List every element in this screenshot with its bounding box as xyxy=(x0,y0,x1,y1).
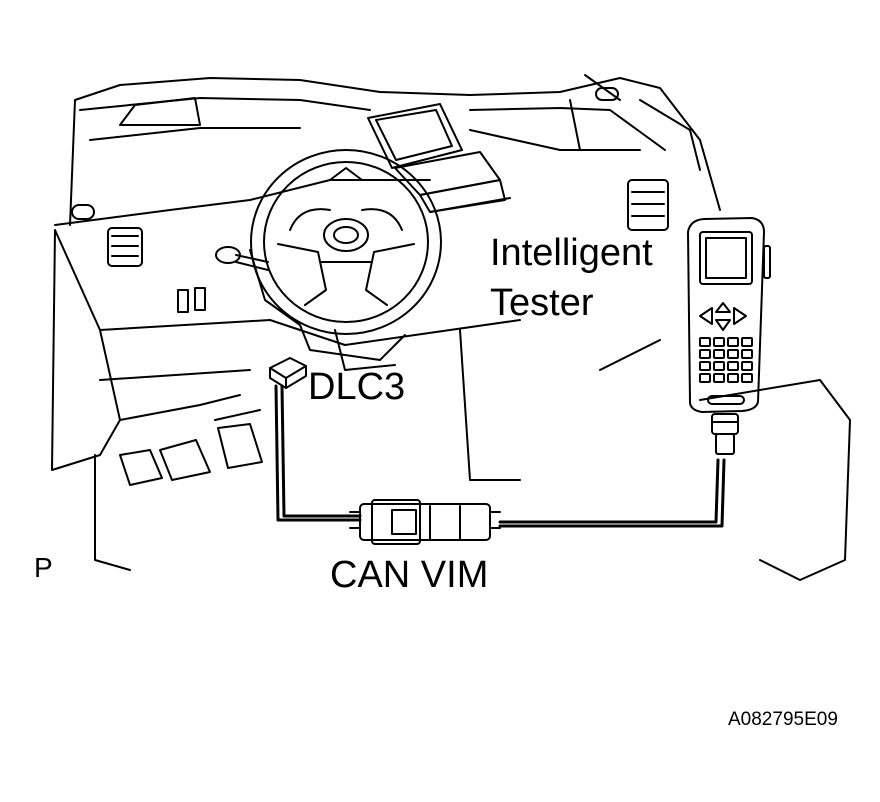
can-vim-module xyxy=(349,499,501,545)
tester-label-line1: Intelligent xyxy=(490,232,653,274)
intelligent-tester-device xyxy=(687,217,771,455)
dlc3-connector xyxy=(269,357,307,389)
cable-dlc3-to-vim xyxy=(274,384,362,522)
tester-label-line2: Tester xyxy=(490,282,594,324)
pedals xyxy=(119,423,263,486)
air-vent-left xyxy=(107,227,143,267)
cable-vim-to-tester xyxy=(498,458,726,528)
figure-code-label: A082795E09 xyxy=(728,709,838,730)
switch-panel xyxy=(71,87,619,313)
view-marker-label: P xyxy=(34,552,53,583)
stalk-lever xyxy=(215,246,269,271)
air-vent-right xyxy=(627,179,669,231)
dashboard-outline xyxy=(51,74,851,581)
steering-column xyxy=(299,324,406,371)
dlc3-label: DLC3 xyxy=(308,366,406,408)
center-display xyxy=(367,103,511,213)
steering-wheel xyxy=(249,149,442,335)
can-vim-label: CAN VIM xyxy=(330,554,489,596)
